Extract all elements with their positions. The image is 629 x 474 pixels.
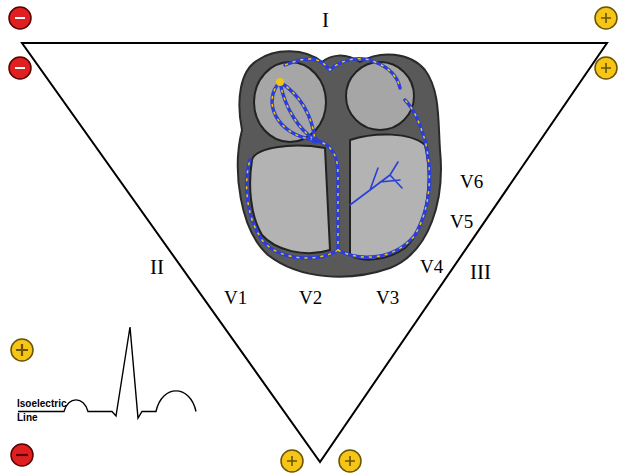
lead-label: V4	[420, 257, 443, 278]
conduction-pathway	[247, 59, 430, 258]
einthoven-triangle	[22, 43, 607, 462]
lead-label: V1	[224, 288, 247, 309]
lead-label: V5	[450, 212, 473, 233]
atrium-chamber	[254, 62, 326, 142]
lead-label: V2	[299, 288, 322, 309]
baseline-label: Isoelectric Line	[17, 397, 79, 425]
sa-node	[276, 78, 284, 86]
ventricle-chamber	[350, 135, 428, 260]
atrium-chamber	[346, 62, 414, 130]
conduction-signal	[247, 59, 430, 258]
heart-outline	[238, 51, 441, 276]
lead-label: III	[470, 261, 491, 284]
av-node	[312, 137, 319, 144]
positive-electrode	[11, 7, 617, 472]
lead-label: V3	[376, 288, 399, 309]
negative-electrode	[9, 7, 33, 466]
lead-label: V6	[460, 172, 483, 193]
lead-label: I	[322, 9, 329, 32]
purkinje-fibers	[350, 162, 402, 205]
lead-label: II	[150, 256, 164, 279]
heart-illustration	[238, 51, 441, 276]
